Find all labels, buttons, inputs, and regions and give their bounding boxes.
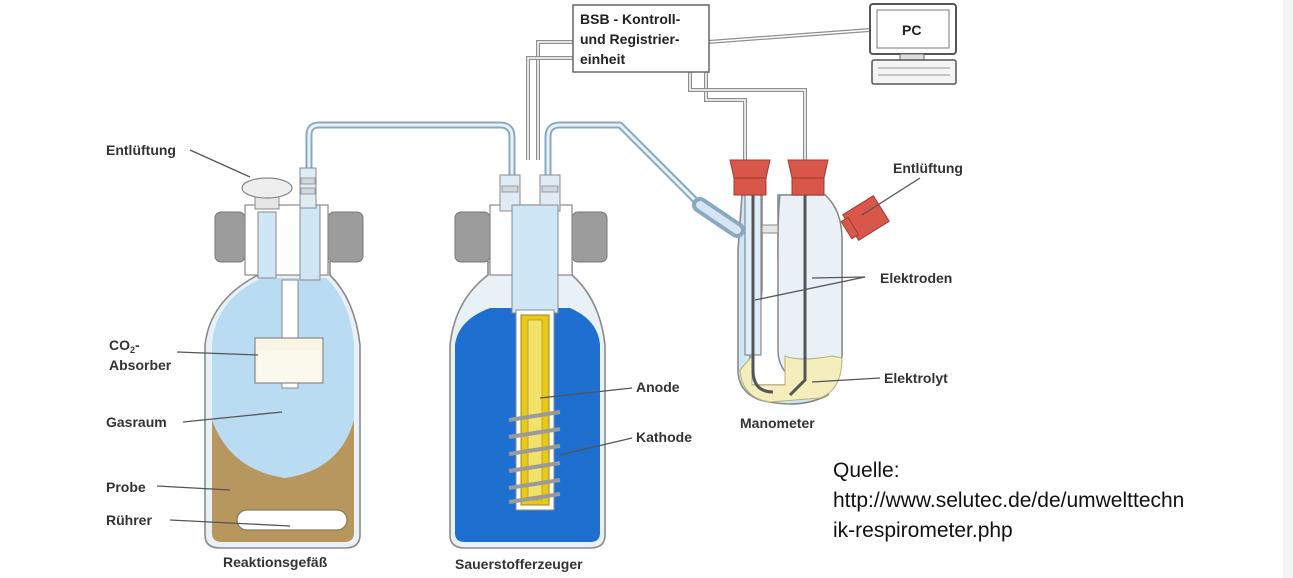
stirrer-bar: [236, 509, 348, 531]
manometer-label: Manometer: [740, 415, 815, 431]
co2-absorber-label-line1: CO2-: [109, 337, 140, 355]
sample-label: Probe: [106, 479, 146, 495]
source-label: Quelle:: [833, 459, 900, 482]
gas-space-label: Gasraum: [106, 414, 167, 430]
cathode-coil: [508, 410, 561, 504]
oxygen-generator: [449, 174, 608, 549]
control-unit-box: BSB - Kontroll- und Registrier- einheit: [572, 4, 710, 73]
pc-label: PC: [902, 22, 921, 38]
anode-label: Anode: [636, 379, 680, 395]
vent-label-right: Entlüftung: [893, 160, 963, 176]
cathode-label: Kathode: [636, 429, 692, 445]
control-unit-label-line2: und Registrier-: [580, 31, 680, 47]
source-url-line1: http://www.selutec.de/de/umwelttechn: [833, 489, 1185, 512]
pc-icon: PC: [869, 3, 957, 85]
reaction-vessel-label: Reaktionsgefäß: [223, 554, 328, 570]
control-unit-label-line1: BSB - Kontroll-: [580, 11, 681, 27]
stirrer-label: Rührer: [106, 512, 152, 528]
electrodes-label: Elektroden: [880, 270, 952, 286]
co2-absorber-label-line2: Absorber: [109, 357, 172, 373]
electrolyte-label: Elektrolyt: [884, 370, 948, 386]
vent-stopper-right: [840, 195, 890, 241]
control-unit-label-line3: einheit: [580, 51, 625, 67]
oxygen-generator-label: Sauerstofferzeuger: [455, 556, 583, 572]
signal-wires: [526, 28, 871, 160]
vent-valve-left: [241, 177, 293, 199]
source-url-line2: ik-respirometer.php: [833, 519, 1013, 542]
manometer: [692, 159, 890, 405]
reaction-vessel: [204, 167, 364, 549]
edge-strip: [1283, 0, 1293, 578]
vent-label-left: Entlüftung: [106, 142, 176, 158]
source-citation: Quelle: http://www.selutec.de/de/umweltt…: [833, 456, 1273, 546]
gas-tubes: [305, 121, 704, 209]
leader-lines: [156, 149, 921, 527]
